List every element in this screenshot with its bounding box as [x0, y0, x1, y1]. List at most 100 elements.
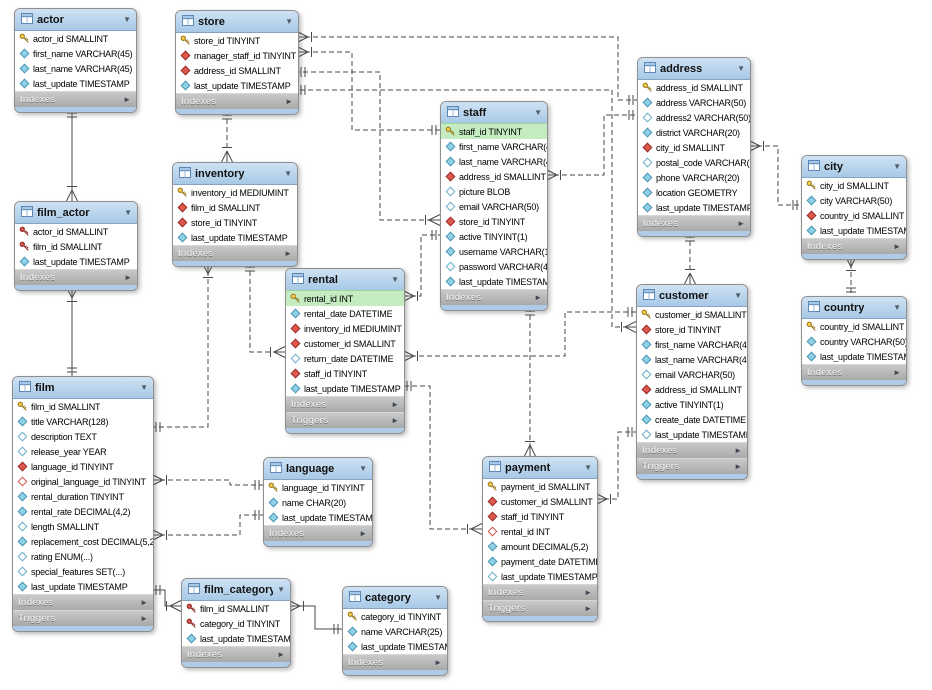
column-row-customer-0[interactable]: customer_id SMALLINT — [637, 307, 747, 322]
column-row-customer-1[interactable]: store_id TINYINT — [637, 322, 747, 337]
column-row-address-0[interactable]: address_id SMALLINT — [638, 80, 750, 95]
section-indexes-actor[interactable]: Indexes► — [15, 91, 136, 107]
column-row-staff-6[interactable]: store_id TINYINT — [441, 214, 547, 229]
expand-arrow-icon[interactable]: ► — [123, 94, 131, 104]
table-header-film_category[interactable]: film_category▼ — [182, 579, 290, 601]
column-row-staff-4[interactable]: picture BLOB — [441, 184, 547, 199]
column-row-staff-7[interactable]: active TINYINT(1) — [441, 229, 547, 244]
table-header-address[interactable]: address▼ — [638, 58, 750, 80]
table-header-actor[interactable]: actor▼ — [15, 9, 136, 31]
column-row-address-4[interactable]: city_id SMALLINT — [638, 140, 750, 155]
expand-arrow-icon[interactable]: ► — [893, 241, 901, 251]
column-row-film-8[interactable]: length SMALLINT — [13, 519, 153, 534]
relationship-payment-rental[interactable] — [403, 381, 483, 535]
column-row-payment-3[interactable]: rental_id INT — [483, 524, 597, 539]
section-indexes-staff[interactable]: Indexes► — [441, 289, 547, 305]
column-row-inventory-3[interactable]: last_update TIMESTAMP — [173, 230, 297, 245]
column-row-staff-3[interactable]: address_id SMALLINT — [441, 169, 547, 184]
relationship-rental-customer[interactable] — [402, 307, 636, 362]
column-row-customer-4[interactable]: email VARCHAR(50) — [637, 367, 747, 382]
section-triggers-rental[interactable]: Triggers► — [286, 412, 404, 428]
column-row-payment-4[interactable]: amount DECIMAL(5,2) — [483, 539, 597, 554]
section-indexes-rental[interactable]: Indexes► — [286, 396, 404, 412]
column-row-payment-6[interactable]: last_update TIMESTAMP — [483, 569, 597, 584]
collapse-arrow-icon[interactable]: ▼ — [140, 382, 148, 392]
collapse-arrow-icon[interactable]: ▼ — [737, 63, 745, 73]
collapse-arrow-icon[interactable]: ▼ — [277, 584, 285, 594]
column-row-category-2[interactable]: last_update TIMESTAMP — [343, 639, 447, 654]
collapse-arrow-icon[interactable]: ▼ — [893, 302, 901, 312]
column-row-film-12[interactable]: last_update TIMESTAMP — [13, 579, 153, 594]
table-header-film[interactable]: film▼ — [13, 377, 153, 399]
collapse-arrow-icon[interactable]: ▼ — [584, 462, 592, 472]
column-row-city-1[interactable]: city VARCHAR(50) — [802, 193, 906, 208]
column-row-language-2[interactable]: last_update TIMESTAMP — [264, 510, 372, 525]
column-row-language-0[interactable]: language_id TINYINT — [264, 480, 372, 495]
section-indexes-address[interactable]: Indexes► — [638, 215, 750, 231]
column-row-language-1[interactable]: name CHAR(20) — [264, 495, 372, 510]
column-row-film-11[interactable]: special_features SET(...) — [13, 564, 153, 579]
expand-arrow-icon[interactable]: ► — [534, 292, 542, 302]
relationship-inventory-rental[interactable] — [245, 263, 286, 358]
expand-arrow-icon[interactable]: ► — [391, 415, 399, 425]
section-indexes-film_category[interactable]: Indexes► — [182, 646, 290, 662]
section-indexes-inventory[interactable]: Indexes► — [173, 245, 297, 261]
column-row-film-3[interactable]: release_year YEAR — [13, 444, 153, 459]
expand-arrow-icon[interactable]: ► — [584, 587, 592, 597]
expand-arrow-icon[interactable]: ► — [140, 613, 148, 623]
section-indexes-store[interactable]: Indexes► — [176, 93, 298, 109]
collapse-arrow-icon[interactable]: ▼ — [285, 16, 293, 26]
column-row-store-2[interactable]: address_id SMALLINT — [176, 63, 298, 78]
relationship-store-staff[interactable] — [296, 46, 440, 135]
section-indexes-payment[interactable]: Indexes► — [483, 584, 597, 600]
column-row-actor-0[interactable]: actor_id SMALLINT — [15, 31, 136, 46]
relationship-store-address[interactable] — [296, 31, 637, 105]
expand-arrow-icon[interactable]: ► — [359, 528, 367, 538]
column-row-rental-0[interactable]: rental_id INT — [286, 290, 404, 306]
expand-arrow-icon[interactable]: ► — [285, 96, 293, 106]
relationship-film-language[interactable] — [151, 474, 263, 490]
column-row-staff-9[interactable]: password VARCHAR(40) — [441, 259, 547, 274]
column-row-film_actor-2[interactable]: last_update TIMESTAMP — [15, 254, 137, 269]
column-row-actor-3[interactable]: last_update TIMESTAMP — [15, 76, 136, 91]
column-row-payment-5[interactable]: payment_date DATETIME — [483, 554, 597, 569]
table-header-store[interactable]: store▼ — [176, 11, 298, 33]
section-indexes-city[interactable]: Indexes► — [802, 238, 906, 254]
collapse-arrow-icon[interactable]: ▼ — [391, 274, 399, 284]
section-triggers-customer[interactable]: Triggers► — [637, 458, 747, 474]
column-row-country-1[interactable]: country VARCHAR(50) — [802, 334, 906, 349]
column-row-staff-5[interactable]: email VARCHAR(50) — [441, 199, 547, 214]
expand-arrow-icon[interactable]: ► — [140, 597, 148, 607]
relationship-staff-store[interactable] — [297, 67, 441, 226]
column-row-address-1[interactable]: address VARCHAR(50) — [638, 95, 750, 110]
expand-arrow-icon[interactable]: ► — [737, 218, 745, 228]
relationship-inventory-film[interactable] — [152, 262, 214, 432]
column-row-payment-2[interactable]: staff_id TINYINT — [483, 509, 597, 524]
column-row-store-3[interactable]: last_update TIMESTAMP — [176, 78, 298, 93]
column-row-film-4[interactable]: language_id TINYINT — [13, 459, 153, 474]
relationship-address-city[interactable] — [748, 140, 801, 210]
column-row-rental-5[interactable]: staff_id TINYINT — [286, 366, 404, 381]
expand-arrow-icon[interactable]: ► — [734, 445, 742, 455]
section-triggers-payment[interactable]: Triggers► — [483, 600, 597, 616]
column-row-customer-5[interactable]: address_id SMALLINT — [637, 382, 747, 397]
expand-arrow-icon[interactable]: ► — [284, 248, 292, 258]
column-row-rental-4[interactable]: return_date DATETIME — [286, 351, 404, 366]
collapse-arrow-icon[interactable]: ▼ — [893, 161, 901, 171]
column-row-category-0[interactable]: category_id TINYINT — [343, 609, 447, 624]
table-header-city[interactable]: city▼ — [802, 156, 906, 178]
relationship-staff-address[interactable] — [545, 110, 637, 181]
column-row-city-0[interactable]: city_id SMALLINT — [802, 178, 906, 193]
column-row-staff-8[interactable]: username VARCHAR(16) — [441, 244, 547, 259]
column-row-store-0[interactable]: store_id TINYINT — [176, 33, 298, 48]
